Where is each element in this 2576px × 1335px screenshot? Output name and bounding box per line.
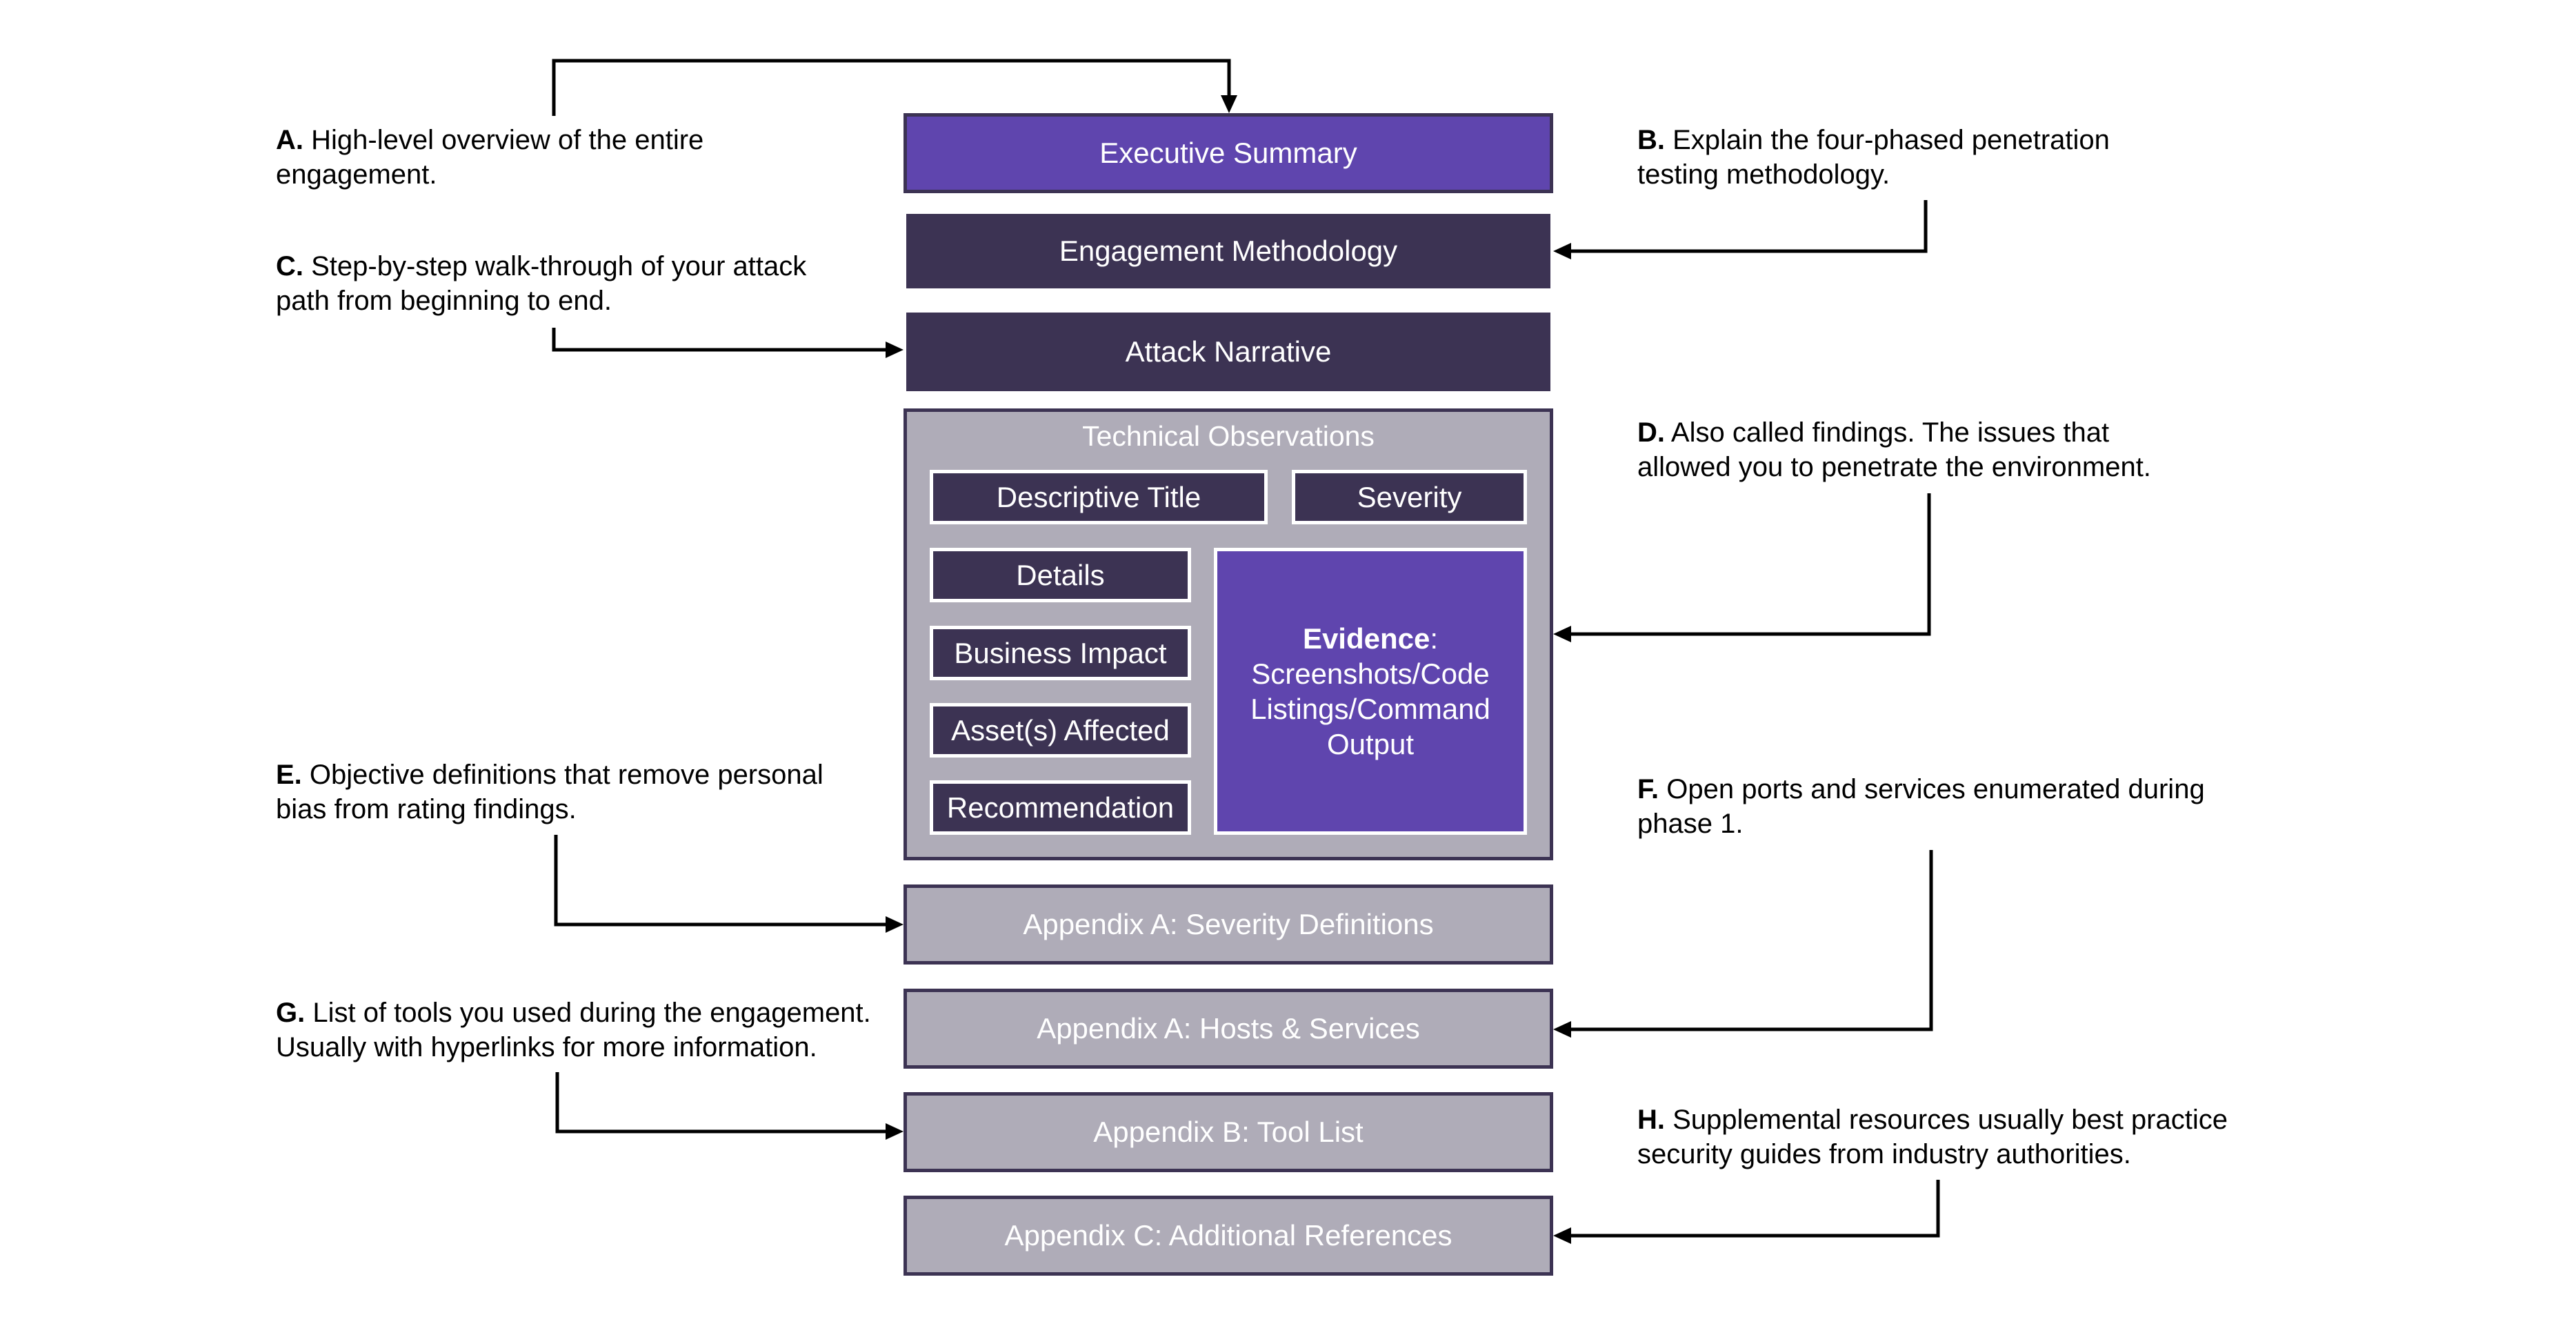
annotation-g-letter: G.: [276, 998, 306, 1028]
appendix-severity-label: Appendix A: Severity Definitions: [1023, 908, 1434, 940]
annotation-d-line2: allowed you to penetrate the environment…: [1637, 452, 2151, 482]
appendix-hosts-box: Appendix A: Hosts & Services: [903, 989, 1553, 1069]
arrowhead-d: [1553, 626, 1571, 642]
annotation-h-line2: security guides from industry authoritie…: [1637, 1139, 2131, 1169]
arrowhead-e: [886, 916, 903, 933]
annotation-g: G. List of tools you used during the eng…: [276, 996, 871, 1065]
engagement-methodology-box: Engagement Methodology: [906, 214, 1550, 288]
evidence-line-2: Listings/Command: [1250, 693, 1490, 725]
executive-summary-box: Executive Summary: [903, 113, 1553, 193]
annotation-e: E. Objective definitions that remove per…: [276, 758, 823, 827]
annotation-f-letter: F.: [1637, 774, 1659, 804]
connector-g: [555, 1072, 886, 1134]
connector-c: [552, 328, 886, 352]
engagement-methodology-label: Engagement Methodology: [1059, 235, 1398, 267]
annotation-a: A. High-level overview of the entire eng…: [276, 123, 703, 192]
recommendation-label: Recommendation: [946, 791, 1175, 824]
business-impact-box: Business Impact: [930, 626, 1191, 680]
annotation-d-line1: Also called findings. The issues that: [1665, 417, 2110, 448]
annotation-e-line2: bias from rating findings.: [276, 794, 577, 824]
connector-h: [1571, 1180, 1940, 1238]
appendix-hosts-label: Appendix A: Hosts & Services: [1037, 1012, 1420, 1045]
annotation-f-line1: Open ports and services enumerated durin…: [1659, 774, 2205, 804]
annotation-g-line1: List of tools you used during the engage…: [305, 998, 871, 1028]
details-box: Details: [930, 548, 1191, 602]
annotation-f: F. Open ports and services enumerated du…: [1637, 772, 2205, 841]
annotation-a-line1: High-level overview of the entire: [303, 125, 704, 155]
evidence-line-3: Output: [1326, 728, 1415, 760]
attack-narrative-box: Attack Narrative: [906, 313, 1550, 391]
assets-affected-box: Asset(s) Affected: [930, 703, 1191, 758]
annotation-e-line1: Objective definitions that remove person…: [301, 760, 823, 790]
annotation-b-letter: B.: [1637, 125, 1665, 155]
annotation-b-line1: Explain the four-phased penetration: [1665, 125, 2110, 155]
arrowhead-f: [1553, 1021, 1571, 1038]
appendix-references-label: Appendix C: Additional References: [1004, 1219, 1452, 1252]
annotation-h-letter: H.: [1637, 1105, 1665, 1135]
connector-a: [552, 59, 1231, 116]
evidence-colon: :: [1430, 622, 1439, 655]
severity-label: Severity: [1357, 480, 1462, 513]
appendix-tools-label: Appendix B: Tool List: [1093, 1116, 1364, 1148]
annotation-h: H. Supplemental resources usually best p…: [1637, 1102, 2228, 1171]
arrowhead-g: [886, 1123, 903, 1140]
annotation-c: C. Step-by-step walk-through of your att…: [276, 249, 806, 318]
annotation-d: D. Also called findings. The issues that…: [1637, 415, 2151, 484]
appendix-severity-box: Appendix A: Severity Definitions: [903, 884, 1553, 965]
appendix-references-box: Appendix C: Additional References: [903, 1196, 1553, 1276]
connector-d: [1571, 493, 1931, 636]
arrowhead-c: [886, 342, 903, 358]
annotation-a-letter: A.: [276, 125, 303, 155]
evidence-line-1: Screenshots/Code: [1251, 657, 1490, 690]
annotation-a-line2: engagement.: [276, 159, 437, 190]
attack-narrative-label: Attack Narrative: [1125, 335, 1332, 368]
arrowhead-a: [1221, 95, 1237, 113]
severity-box: Severity: [1292, 470, 1527, 524]
connector-b: [1571, 200, 1928, 253]
connector-e: [554, 835, 886, 927]
details-label: Details: [1016, 558, 1105, 591]
recommendation-box: Recommendation: [930, 780, 1191, 835]
annotation-c-letter: C.: [276, 251, 303, 281]
evidence-heading: Evidence:: [1303, 621, 1438, 656]
evidence-label: Evidence: [1302, 622, 1430, 655]
business-impact-label: Business Impact: [954, 636, 1167, 669]
descriptive-title-box: Descriptive Title: [930, 470, 1268, 524]
annotation-c-line2: path from beginning to end.: [276, 286, 612, 316]
annotation-g-line2: Usually with hyperlinks for more informa…: [276, 1032, 817, 1062]
connector-f: [1571, 850, 1933, 1031]
annotation-h-line1: Supplemental resources usually best prac…: [1665, 1105, 2228, 1135]
arrowhead-b: [1553, 243, 1571, 259]
arrowhead-h: [1553, 1227, 1571, 1244]
assets-affected-label: Asset(s) Affected: [951, 713, 1170, 746]
annotation-e-letter: E.: [276, 760, 302, 790]
annotation-d-letter: D.: [1637, 417, 1665, 448]
appendix-tools-box: Appendix B: Tool List: [903, 1092, 1553, 1172]
evidence-box: Evidence: Screenshots/Code Listings/Comm…: [1214, 548, 1527, 835]
executive-summary-label: Executive Summary: [1099, 137, 1357, 169]
descriptive-title-label: Descriptive Title: [996, 480, 1201, 513]
annotation-f-line2: phase 1.: [1637, 809, 1744, 839]
annotation-c-line1: Step-by-step walk-through of your attack: [303, 251, 807, 281]
annotation-b: B. Explain the four-phased penetration t…: [1637, 123, 2110, 192]
technical-observations-title: Technical Observations: [1082, 420, 1375, 452]
annotation-b-line2: testing methodology.: [1637, 159, 1890, 190]
